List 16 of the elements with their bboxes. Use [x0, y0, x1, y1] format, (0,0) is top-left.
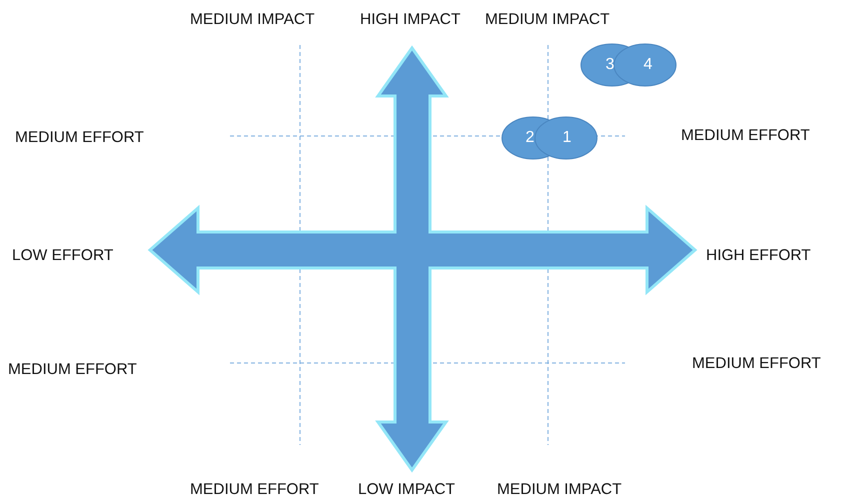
axis-label: MEDIUM EFFORT: [15, 130, 144, 146]
ellipse-number: 2: [526, 130, 534, 146]
axis-label: HIGH EFFORT: [706, 248, 811, 264]
axis-label: MEDIUM IMPACT: [497, 482, 622, 498]
axis-label: MEDIUM IMPACT: [485, 12, 610, 28]
ellipse-number: 4: [644, 57, 652, 73]
axis-label: MEDIUM IMPACT: [190, 12, 315, 28]
axis-label: MEDIUM EFFORT: [190, 482, 319, 498]
axis-label: LOW IMPACT: [358, 482, 456, 498]
axis-label: MEDIUM EFFORT: [8, 362, 137, 378]
axis-label: HIGH IMPACT: [360, 12, 460, 28]
ellipse-number: 3: [606, 57, 614, 73]
axis-label: MEDIUM EFFORT: [692, 356, 821, 372]
axis-label: MEDIUM EFFORT: [681, 128, 810, 144]
ellipse-number: 1: [562, 130, 572, 146]
axis-label: LOW EFFORT: [12, 248, 114, 264]
